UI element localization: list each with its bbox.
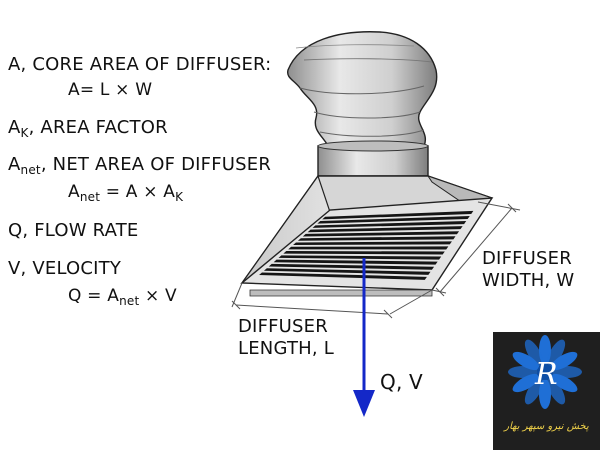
flow-rate-label: Q, FLOW RATE	[8, 220, 139, 241]
area-factor-label: AK, AREA FACTOR	[8, 117, 168, 140]
diffuser-slot	[283, 251, 445, 255]
logo-script-text: پخش نیرو سپهر بهار	[504, 421, 589, 432]
logo-emblem: R	[508, 335, 582, 409]
logo-petal	[546, 339, 566, 367]
diffuser-slot	[307, 226, 463, 233]
duct-collar	[317, 140, 429, 177]
flex-duct	[286, 31, 438, 151]
diffuser-slots	[259, 210, 474, 280]
diffuser-slot	[259, 272, 427, 280]
diffuser-width-label: DIFFUSER WIDTH, W	[482, 248, 575, 291]
company-logo: R پخش نیرو سپهر بهار	[493, 332, 600, 450]
flow-arrow	[353, 258, 375, 417]
diffuser-slot	[273, 259, 438, 265]
diffuser-slot	[317, 215, 470, 224]
net-area-formula: Anet = A × AK	[68, 182, 184, 204]
diffuser-slot	[288, 246, 449, 250]
diffuser-face	[240, 197, 494, 297]
logo-petal	[512, 351, 540, 371]
diffuser-slot	[302, 231, 460, 237]
flow-velocity-label: Q, V	[380, 370, 423, 394]
diffuser-length-label: DIFFUSER LENGTH, L	[238, 316, 334, 359]
diffuser-slot	[278, 255, 442, 260]
logo-petal	[512, 373, 540, 393]
logo-petal	[550, 373, 578, 393]
core-area-label: A, CORE AREA OF DIFFUSER:	[8, 54, 272, 75]
flow-formula: Q = Anet × V	[68, 286, 177, 308]
diffuser-slot	[297, 236, 456, 241]
width-dimension	[431, 201, 521, 297]
diffuser-slot	[263, 268, 431, 275]
diffuser-slot	[268, 263, 435, 270]
diffuser-slot	[322, 210, 474, 220]
svg-text:R: R	[534, 357, 558, 392]
logo-petal	[524, 339, 544, 367]
logo-petal	[524, 377, 544, 405]
net-area-label: Anet, NET AREA OF DIFFUSER	[8, 154, 272, 177]
logo-petal	[550, 351, 578, 371]
logo-petal	[546, 377, 566, 405]
core-area-formula: A= L × W	[68, 80, 153, 100]
velocity-label: V, VELOCITY	[8, 258, 122, 279]
diffuser-slot	[293, 241, 452, 246]
diffuser-slot	[312, 221, 467, 228]
